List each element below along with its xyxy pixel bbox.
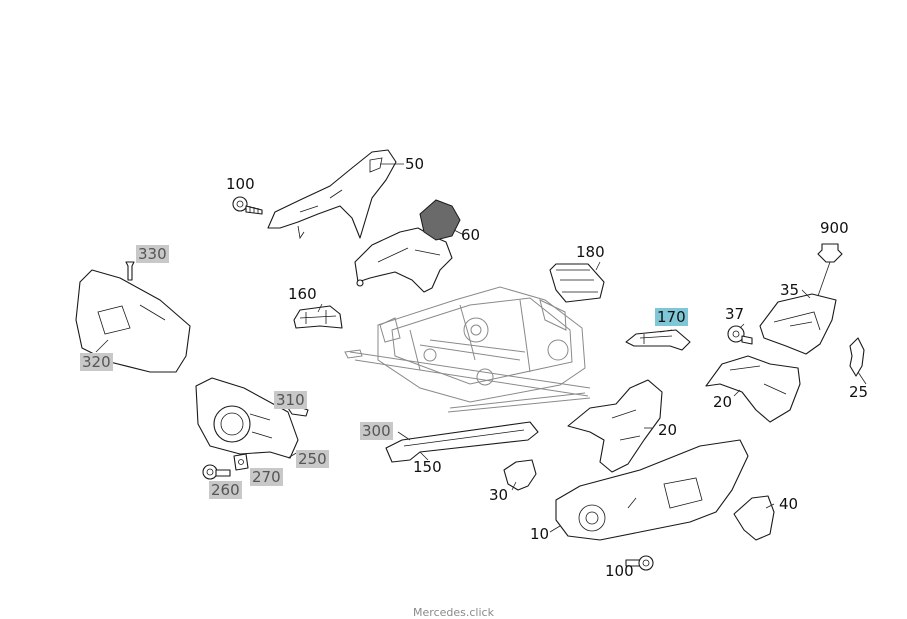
label-150[interactable]: 150: [413, 458, 442, 476]
label-170[interactable]: 170: [655, 308, 688, 326]
label-30[interactable]: 30: [489, 486, 509, 504]
part-40-small-cover: [733, 495, 775, 541]
part-320-front-cover: [75, 269, 191, 373]
part-100-screw-top: [232, 196, 263, 215]
label-100-top[interactable]: 100: [226, 175, 255, 193]
label-160[interactable]: 160: [288, 285, 317, 303]
part-260-screw: [202, 464, 231, 480]
label-50[interactable]: 50: [405, 155, 425, 173]
part-180-bracket: [549, 263, 605, 303]
label-250[interactable]: 250: [296, 450, 329, 468]
part-10-side-shield: [555, 439, 749, 541]
label-35[interactable]: 35: [780, 281, 800, 299]
leader-lines: [95, 163, 867, 567]
part-20-mechanism-cover: [567, 379, 663, 473]
label-260[interactable]: 260: [209, 481, 242, 499]
part-100-screw-bottom: [625, 555, 654, 571]
part-35-control-module: [759, 293, 837, 355]
part-25-clip: [849, 337, 865, 377]
part-250-cover: [195, 377, 299, 459]
label-20-right[interactable]: 20: [713, 393, 733, 411]
label-300[interactable]: 300: [360, 422, 393, 440]
label-60[interactable]: 60: [461, 226, 481, 244]
label-310[interactable]: 310: [274, 391, 307, 409]
label-40[interactable]: 40: [779, 495, 799, 513]
label-25[interactable]: 25: [849, 383, 869, 401]
label-900[interactable]: 900: [820, 219, 849, 237]
label-37[interactable]: 37: [725, 305, 745, 323]
seat-frame: [344, 286, 591, 413]
label-10[interactable]: 10: [530, 525, 550, 543]
label-180[interactable]: 180: [576, 243, 605, 261]
label-320[interactable]: 320: [80, 353, 113, 371]
part-60-side-cover: [354, 199, 461, 293]
part-30-small-bracket: [503, 459, 537, 491]
part-300-rail-cover: [385, 421, 539, 463]
label-270[interactable]: 270: [250, 468, 283, 486]
part-20-side-trim-right: [705, 355, 801, 423]
label-330[interactable]: 330: [136, 245, 169, 263]
label-20-mid[interactable]: 20: [658, 421, 678, 439]
watermark: Mercedes.click: [413, 606, 494, 619]
part-330-pin: [125, 261, 135, 281]
part-270-clip-nut: [233, 453, 249, 471]
part-37-screw: [727, 325, 753, 345]
part-50-trim-bracket: [267, 149, 397, 240]
part-170-component: [625, 329, 691, 351]
part-900-tag: [817, 243, 843, 297]
label-100-bottom[interactable]: 100: [605, 562, 634, 580]
part-160-bracket: [293, 305, 343, 329]
